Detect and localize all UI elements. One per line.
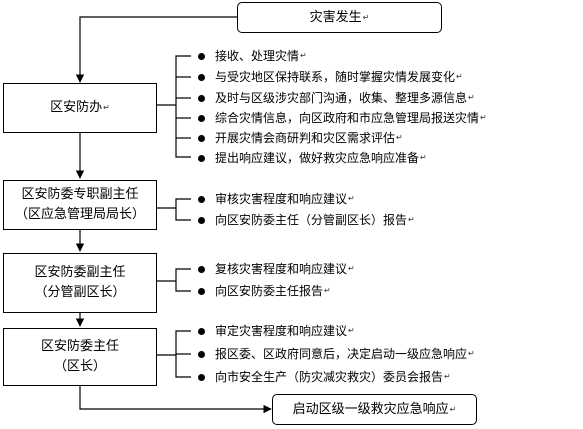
node-deputy-exec-line1: 区安防委专职副主任	[21, 187, 139, 202]
bullet-icon	[198, 73, 205, 81]
bullet-icon	[198, 134, 205, 142]
arrow-director-to-end	[79, 386, 272, 414]
node-deputy: 区安防委副主任 （分管副区长）	[3, 253, 157, 313]
deputy-task: 复核灾害程度和响应建议↵	[198, 261, 355, 277]
office-task: 提出响应建议，做好救灾应急响应准备↵	[198, 150, 427, 166]
deputy-exec-task: 向区安防委主任（分管副区长）报告↵	[198, 212, 415, 228]
node-office-label: 区安防办	[50, 100, 103, 115]
node-deputy-exec-line2: （区应急管理局局长）	[14, 207, 145, 222]
bullet-icon	[198, 52, 205, 60]
node-start: 灾害发生↵	[237, 2, 442, 33]
deputy-exec-task: 审核灾害程度和响应建议↵	[198, 191, 355, 207]
node-director-line1: 区安防委主任	[40, 339, 119, 354]
bracket-deputy-exec	[175, 198, 191, 221]
office-task: 开展灾情会商研判和灾区需求评估↵	[198, 130, 403, 146]
director-task: 报区委、区政府同意后，决定启动一级应急响应↵	[198, 346, 475, 362]
bullet-icon	[198, 154, 205, 162]
node-director-line2: （区长）	[53, 359, 106, 374]
node-deputy-line1: 区安防委副主任	[34, 265, 126, 280]
director-task: 审定灾害程度和响应建议↵	[198, 323, 355, 339]
arrow-start-to-office	[75, 16, 237, 83]
node-deputy-line2: （分管副区长）	[34, 285, 126, 300]
bracket-deputy	[175, 268, 191, 292]
node-director: 区安防委主任 （区长）	[3, 328, 157, 386]
director-task: 向市安全生产（防灾减灾救灾）委员会报告↵	[198, 369, 451, 385]
node-office: 区安防办↵	[3, 83, 157, 133]
bullet-icon	[198, 287, 205, 295]
bullet-icon	[198, 195, 205, 203]
bullet-icon	[198, 265, 205, 273]
bullet-icon	[198, 373, 205, 381]
deputy-task: 向区安防委主任报告↵	[198, 283, 331, 299]
bullet-icon	[198, 114, 205, 122]
node-end: 启动区级一级救灾应急响应↵	[272, 394, 477, 425]
bullet-icon	[198, 350, 205, 358]
office-task: 与受灾地区保持联系，随时掌握灾情发展变化↵	[198, 69, 463, 85]
node-deputy-exec: 区安防委专职副主任 （区应急管理局局长）	[3, 180, 157, 230]
office-task: 综合灾情信息，向区政府和市应急管理局报送灾情↵	[198, 110, 487, 126]
office-task: 接收、处理灾情↵	[198, 48, 307, 64]
bullet-icon	[198, 327, 205, 335]
bracket-office	[175, 55, 191, 158]
bullet-icon	[198, 94, 205, 102]
node-start-label: 灾害发生	[309, 9, 362, 25]
node-end-label: 启动区级一级救灾应急响应	[292, 401, 449, 417]
bullet-icon	[198, 216, 205, 224]
office-task: 及时与区级涉灾部门沟通，收集、整理多源信息↵	[198, 90, 475, 106]
